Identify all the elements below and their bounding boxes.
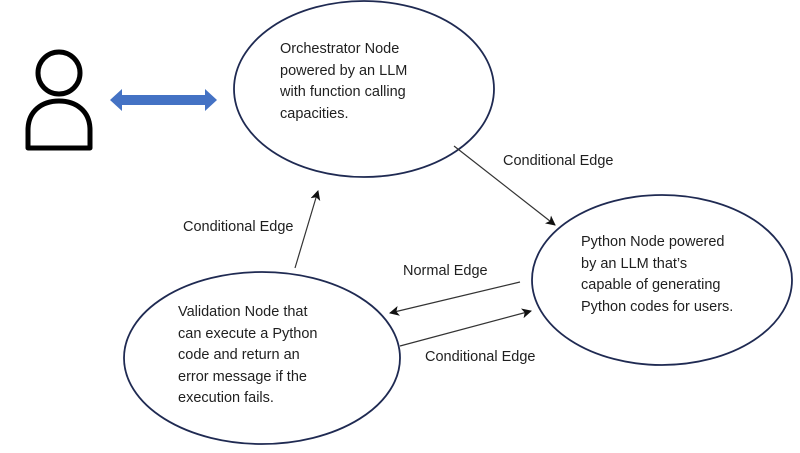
edge-label-validation-to-python: Conditional Edge (425, 349, 536, 365)
orchestrator-node-line: capacities. (280, 105, 349, 122)
python-node-line: capable of generating (581, 277, 721, 293)
orchestrator-node-line: Orchestrator Node (280, 41, 400, 57)
bidirectional-arrow (110, 89, 217, 111)
python-node-line: by an LLM that’s (581, 255, 688, 272)
edge-validation-to-orchestrator (294, 190, 321, 269)
validation-node-line: Validation Node that (178, 304, 308, 320)
python-node-line: Python Node powered (581, 234, 725, 250)
python-node-line: Python codes for users. (581, 298, 734, 315)
validation-node-line: execution fails. (178, 390, 274, 406)
edge-label-validation-to-orchestrator: Conditional Edge (183, 219, 294, 235)
orchestrator-node-shape[interactable] (233, 0, 495, 178)
edge-validation-to-python (399, 308, 532, 347)
edge-label-orchestrator-to-python: Conditional Edge (503, 153, 614, 169)
edge-label-python-to-validation: Normal Edge (403, 263, 488, 279)
user-icon-body (25, 98, 93, 151)
user-icon (25, 49, 93, 151)
orchestrator-node-line: with function calling (280, 84, 406, 100)
edge-orchestrator-to-python (453, 145, 556, 226)
validation-node-label: Validation Node that can execute a Pytho… (178, 302, 317, 410)
edge-python-to-validation (389, 281, 521, 316)
user-icon-head (35, 49, 83, 97)
python-node-shape[interactable] (531, 194, 793, 366)
validation-node-shape[interactable] (123, 271, 401, 445)
orchestrator-node-label: Orchestrator Node powered by an LLM with… (280, 39, 407, 125)
validation-node-line: error message if the (178, 368, 307, 385)
orchestrator-node-line: powered by an LLM (280, 62, 408, 79)
python-node-label: Python Node powered by an LLM that’s cap… (581, 232, 733, 318)
validation-node-line: can execute a Python (178, 325, 318, 342)
validation-node-line: code and return an (178, 347, 300, 363)
